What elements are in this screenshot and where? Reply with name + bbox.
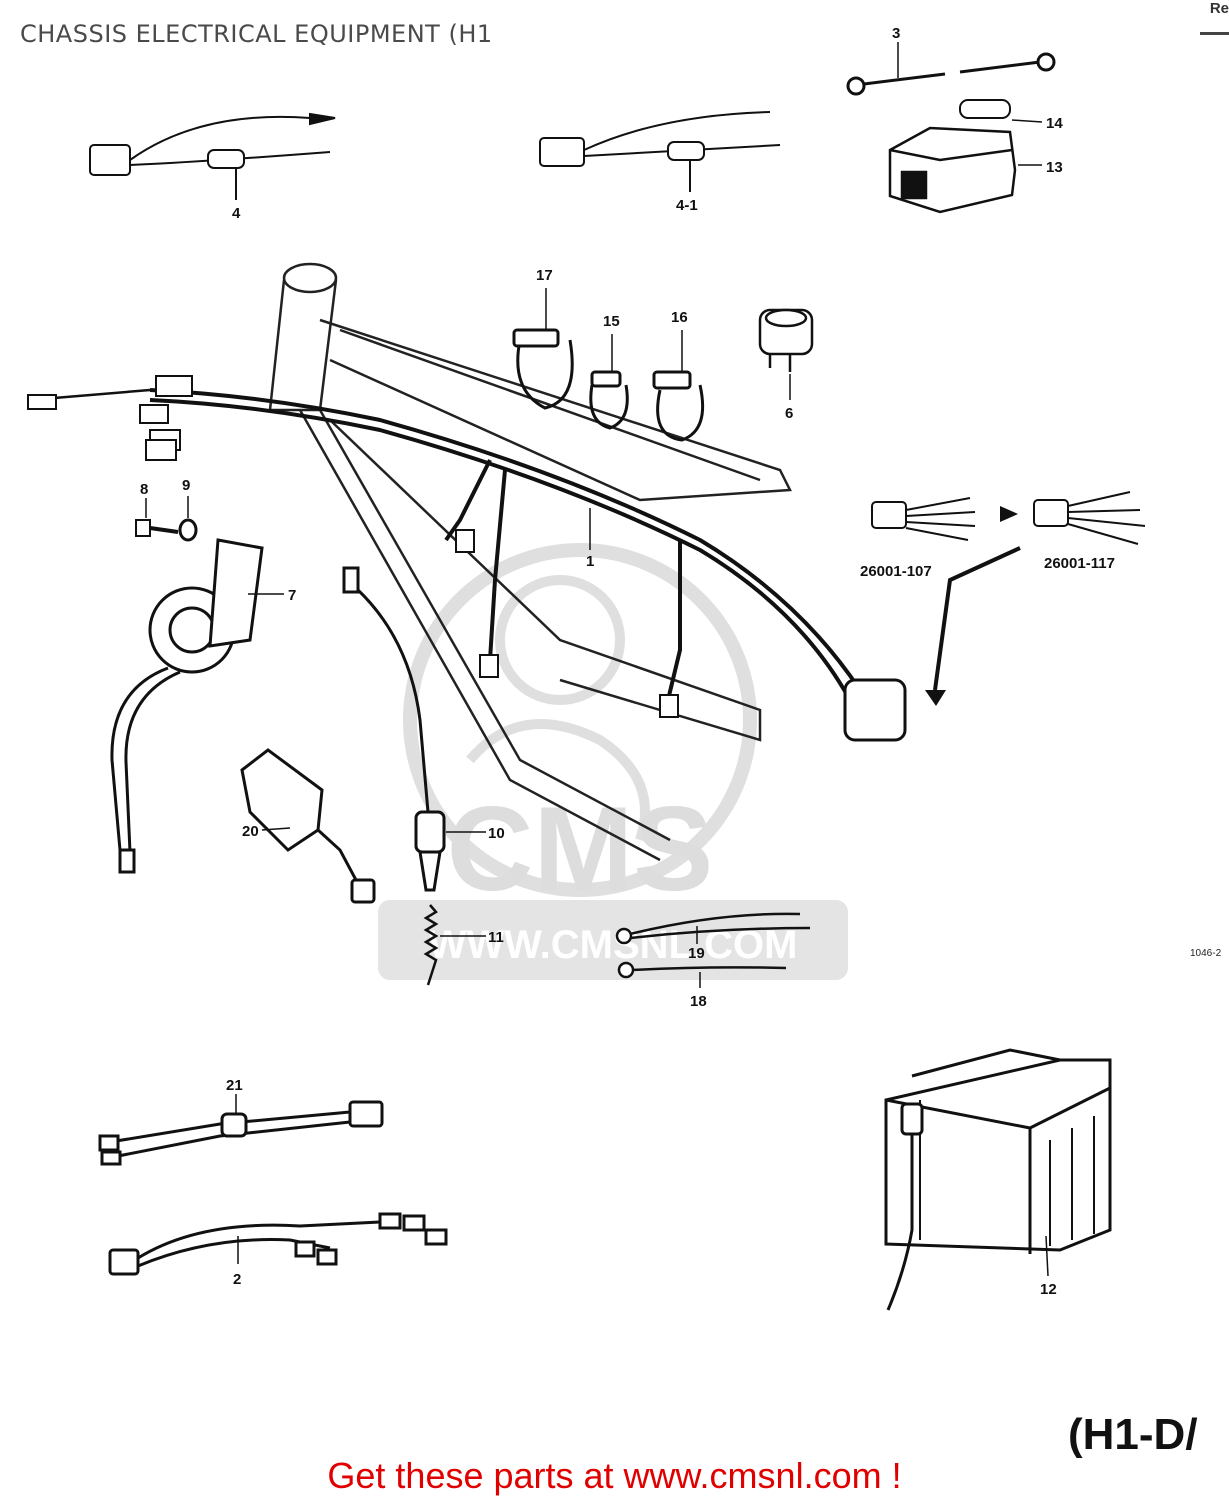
label-part-12: 12 <box>1040 1281 1057 1298</box>
pointer-arrow <box>933 546 1021 691</box>
label-part-2: 2 <box>233 1271 241 1288</box>
watermark-logo: CMS <box>447 782 714 916</box>
part-1-main-harness <box>27 375 907 742</box>
part-14-fuse <box>959 99 1043 123</box>
parts-diagram: CMS WWW.CMSNL.COM 4 4-1 3 14 <box>27 25 1146 1311</box>
label-part-19: 19 <box>688 945 705 962</box>
reference-code: 1046-2 <box>1190 948 1222 959</box>
label-part-4-1: 4-1 <box>676 197 698 214</box>
arrow-right-icon <box>1000 506 1018 522</box>
part-11-spring <box>423 904 486 986</box>
label-part-13: 13 <box>1046 159 1063 176</box>
part-16-clamp <box>652 330 705 442</box>
label-variant-old: 26001-107 <box>860 563 932 580</box>
part-12-battery <box>884 1048 1112 1311</box>
label-part-18: 18 <box>690 993 707 1010</box>
label-part-6: 6 <box>785 405 793 422</box>
part-13-fuse-box <box>888 126 1042 214</box>
label-part-17: 17 <box>536 267 553 284</box>
part-8-bolt <box>135 498 179 537</box>
model-label: (H1-D/ <box>1068 1410 1198 1459</box>
part-4-1-wire <box>539 111 781 192</box>
label-part-14: 14 <box>1046 115 1063 132</box>
part-21-subharness <box>98 1094 384 1166</box>
page-title: CHASSIS ELECTRICAL EQUIPMENT (H1 <box>20 20 493 48</box>
label-part-16: 16 <box>671 309 688 326</box>
label-part-4: 4 <box>232 205 241 222</box>
variant-connector-old <box>871 497 976 541</box>
corner-rule <box>1200 32 1229 35</box>
label-part-11: 11 <box>488 929 504 946</box>
part-18-lead <box>617 961 787 988</box>
label-part-15: 15 <box>603 313 620 330</box>
label-part-7: 7 <box>288 587 296 604</box>
label-variant-new: 26001-117 <box>1044 555 1115 572</box>
label-part-9: 9 <box>182 477 190 494</box>
label-part-20: 20 <box>242 823 259 840</box>
part-4-wire <box>89 112 336 200</box>
label-part-8: 8 <box>140 481 148 498</box>
label-part-21: 21 <box>226 1077 243 1094</box>
part-15-clamp <box>589 334 629 430</box>
corner-reference: Re <box>1209 0 1229 17</box>
part-10-switch <box>342 566 486 892</box>
part-9-washer <box>178 496 198 542</box>
part-7-horn <box>110 538 284 874</box>
label-part-3: 3 <box>892 25 900 42</box>
part-17-clamp <box>512 288 574 410</box>
part-6-relay <box>758 308 814 400</box>
cms-watermark: CMS WWW.CMSNL.COM <box>378 543 848 980</box>
part-19-lead <box>615 912 811 945</box>
part-2-harness <box>108 1212 448 1276</box>
label-part-10: 10 <box>488 825 505 842</box>
label-part-1: 1 <box>586 553 594 570</box>
variant-connector-new <box>1033 491 1146 545</box>
part-20-plug <box>240 748 376 904</box>
footer-promo: Get these parts at www.cmsnl.com ! <box>327 1455 902 1496</box>
part-3-cable <box>846 42 1056 96</box>
